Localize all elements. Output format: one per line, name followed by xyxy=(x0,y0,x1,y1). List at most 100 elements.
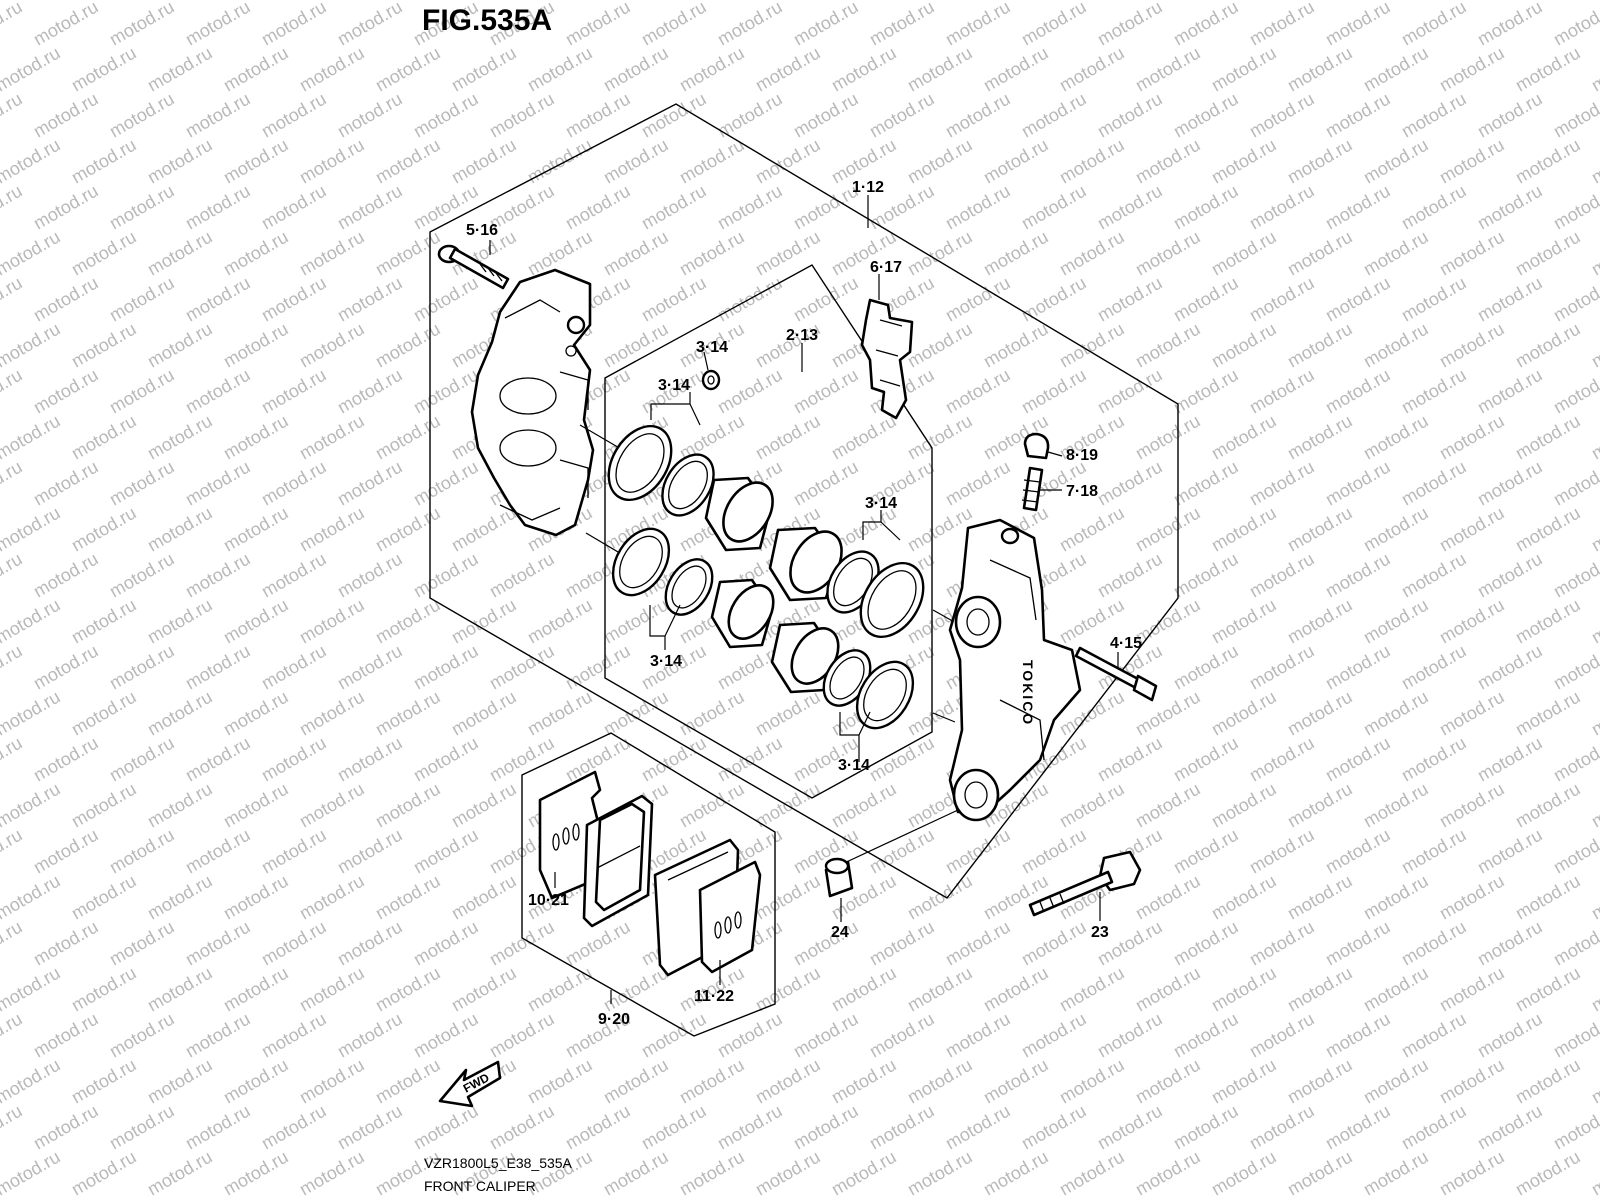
watermark-text: motod.ru xyxy=(68,871,140,924)
watermark-text: motod.ru xyxy=(600,227,672,280)
watermark-text: motod.ru xyxy=(1132,319,1204,372)
seal-ring xyxy=(661,453,715,517)
watermark-text: motod.ru xyxy=(1322,1101,1394,1154)
watermark-text: motod.ru xyxy=(182,1009,254,1062)
watermark-text: motod.ru xyxy=(448,779,520,832)
watermark-text: motod.ru xyxy=(1208,503,1280,556)
watermark-text: motod.ru xyxy=(68,1147,140,1200)
watermark-text: motod.ru xyxy=(1284,43,1356,96)
watermark-text: motod.ru xyxy=(1284,595,1356,648)
watermark-text: motod.ru xyxy=(1398,365,1470,418)
watermark-text: motod.ru xyxy=(1398,1101,1470,1154)
watermark-text: motod.ru xyxy=(676,779,748,832)
watermark-text: motod.ru xyxy=(1094,457,1166,510)
watermark-text: motod.ru xyxy=(1018,825,1090,878)
watermark-text: motod.ru xyxy=(448,595,520,648)
watermark-text: motod.ru xyxy=(1208,779,1280,832)
watermark-text: motod.ru xyxy=(1360,503,1432,556)
watermark-text: motod.ru xyxy=(68,779,140,832)
watermark-text: motod.ru xyxy=(30,0,102,49)
watermark-text: motod.ru xyxy=(106,733,178,786)
watermark-text: motod.ru xyxy=(0,273,26,326)
watermark-text: motod.ru xyxy=(676,411,748,464)
watermark-text: motod.ru xyxy=(258,1101,330,1154)
watermark-text: motod.ru xyxy=(334,273,406,326)
watermark-text: motod.ru xyxy=(334,89,406,142)
watermark-text: motod.ru xyxy=(638,1101,710,1154)
watermark-text: motod.ru xyxy=(106,1009,178,1062)
watermark-text: motod.ru xyxy=(30,89,102,142)
watermark-text: motod.ru xyxy=(258,365,330,418)
watermark-text: motod.ru xyxy=(1360,411,1432,464)
watermark-text: motod.ru xyxy=(1474,181,1546,234)
watermark-text: motod.ru xyxy=(1322,1009,1394,1062)
watermark-text: motod.ru xyxy=(1512,319,1584,372)
watermark-text: motod.ru xyxy=(0,411,64,464)
watermark-text: motod.ru xyxy=(1550,549,1600,602)
watermark-text: motod.ru xyxy=(0,365,26,418)
watermark-text: motod.ru xyxy=(1436,595,1508,648)
watermark-text: motod.ru xyxy=(334,825,406,878)
watermark-text: motod.ru xyxy=(410,641,482,694)
watermark-text: motod.ru xyxy=(258,733,330,786)
watermark-text: motod.ru xyxy=(372,871,444,924)
watermark-text: motod.ru xyxy=(600,43,672,96)
watermark-text: motod.ru xyxy=(1284,503,1356,556)
watermark-text: motod.ru xyxy=(1588,871,1600,924)
watermark-text: motod.ru xyxy=(220,595,292,648)
watermark-text: motod.ru xyxy=(144,503,216,556)
watermark-text: motod.ru xyxy=(752,135,824,188)
watermark-text: motod.ru xyxy=(1398,733,1470,786)
watermark-text: motod.ru xyxy=(600,319,672,372)
watermark-text: motod.ru xyxy=(372,411,444,464)
watermark-text: motod.ru xyxy=(258,549,330,602)
watermark-text: motod.ru xyxy=(1170,641,1242,694)
watermark-text: motod.ru xyxy=(1550,1101,1600,1154)
watermark-text: motod.ru xyxy=(676,227,748,280)
watermark-text: motod.ru xyxy=(1550,0,1600,49)
watermark-text: motod.ru xyxy=(904,43,976,96)
watermark-text: motod.ru xyxy=(334,0,406,49)
watermark-text: motod.ru xyxy=(638,89,710,142)
watermark-text: motod.ru xyxy=(1132,43,1204,96)
watermark-text: motod.ru xyxy=(714,1101,786,1154)
watermark-text: motod.ru xyxy=(828,411,900,464)
watermark-text: motod.ru xyxy=(1132,227,1204,280)
seal-ring xyxy=(607,424,673,502)
watermark-text: motod.ru xyxy=(1322,733,1394,786)
watermark-text: motod.ru xyxy=(0,89,26,142)
watermark-text: motod.ru xyxy=(600,135,672,188)
watermark-text: motod.ru xyxy=(1284,319,1356,372)
caliper-bolt-5 xyxy=(437,244,510,290)
watermark-text: motod.ru xyxy=(1360,595,1432,648)
watermark-text: motod.ru xyxy=(562,1101,634,1154)
watermark-text: motod.ru xyxy=(1436,319,1508,372)
watermark-text: motod.ru xyxy=(1322,917,1394,970)
watermark-text: motod.ru xyxy=(0,871,64,924)
watermark-text: motod.ru xyxy=(220,687,292,740)
watermark-text: motod.ru xyxy=(1322,0,1394,49)
watermark-text: motod.ru xyxy=(258,1009,330,1062)
watermark-text: motod.ru xyxy=(1018,0,1090,49)
watermark-text: motod.ru xyxy=(144,595,216,648)
watermark-text: motod.ru xyxy=(30,457,102,510)
watermark-text: motod.ru xyxy=(1588,227,1600,280)
watermark-text: motod.ru xyxy=(1018,273,1090,326)
watermark-text: motod.ru xyxy=(296,687,368,740)
watermark-text: motod.ru xyxy=(828,1147,900,1200)
watermark-text: motod.ru xyxy=(904,411,976,464)
watermark-text: motod.ru xyxy=(1246,549,1318,602)
watermark-text: motod.ru xyxy=(1436,227,1508,280)
watermark-text: motod.ru xyxy=(942,1101,1014,1154)
callout-4-15: 4·15 xyxy=(1110,635,1142,652)
watermark-text: motod.ru xyxy=(1512,687,1584,740)
watermark-text: motod.ru xyxy=(1018,89,1090,142)
watermark-text: motod.ru xyxy=(1208,1147,1280,1200)
watermark-text: motod.ru xyxy=(1398,641,1470,694)
watermark-text: motod.ru xyxy=(68,1055,140,1108)
watermark-text: motod.ru xyxy=(1208,227,1280,280)
watermark-text: motod.ru xyxy=(106,917,178,970)
watermark-text: motod.ru xyxy=(30,825,102,878)
watermark-text: motod.ru xyxy=(1056,503,1128,556)
